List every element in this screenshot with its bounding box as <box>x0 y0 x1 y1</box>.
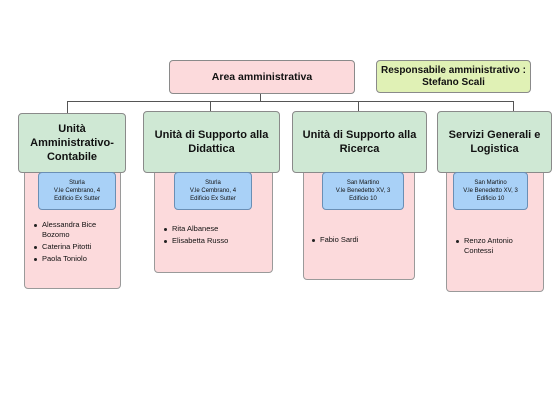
location-line: Sturla <box>205 180 221 186</box>
location-line: Edificio 10 <box>349 196 377 202</box>
unit-header-1: Unità Amministrativo- Contabile <box>18 113 126 173</box>
staff-name-line: Elisabetta Russo <box>172 236 229 245</box>
unit-header-4: Servizi Generali e Logistica <box>437 111 552 173</box>
staff-list-3: Fabio Sardi <box>308 235 358 247</box>
location-line: V.le Benedetto XV, 3 <box>463 188 518 194</box>
staff-item: Fabio Sardi <box>311 235 359 245</box>
top-unit-label: Area amministrativa <box>211 71 313 83</box>
unit-title-line: Amministrativo- <box>30 137 114 149</box>
staff-name-line: Alessandra Bice <box>42 220 97 229</box>
staff-item: Renzo Antonio Contessi <box>456 236 513 256</box>
top-unit-box: Area amministrativa <box>169 60 355 94</box>
staff-item: Elisabetta Russo <box>163 236 229 246</box>
staff-name-line: Renzo Antonio <box>464 236 513 245</box>
staff-list-4: Renzo Antonio Contessi <box>452 236 513 258</box>
staff-item: Paola Toniolo <box>33 254 96 264</box>
location-line: Edificio Ex Sutter <box>190 196 236 202</box>
connector-drop-3 <box>358 101 359 111</box>
staff-name-line: Fabio Sardi <box>320 235 359 244</box>
unit-title-line: Logistica <box>470 143 519 155</box>
location-box-1: Sturla V.le Cembrano, 4 Edificio Ex Sutt… <box>38 172 116 210</box>
location-line: Edificio 10 <box>476 196 505 202</box>
connector-horizontal <box>67 101 514 102</box>
staff-name-line: Bozomo <box>42 230 70 239</box>
location-line: V.le Cembrano, 4 <box>53 188 101 194</box>
connector-drop-4 <box>513 101 514 111</box>
connector-drop-2 <box>210 101 211 111</box>
responsible-line-1: Responsabile amministrativo : <box>380 64 527 76</box>
staff-list-2: Rita Albanese Elisabetta Russo <box>160 224 228 248</box>
location-line: V.le Benedetto XV, 3 <box>335 188 391 194</box>
unit-title-line: Ricerca <box>339 143 380 155</box>
responsible-box: Responsabile amministrativo : Stefano Sc… <box>376 60 531 93</box>
unit-header-2: Unità di Supporto alla Didattica <box>143 111 280 173</box>
responsible-line-2: Stefano Scali <box>422 76 485 88</box>
unit-title-line: Unità di Supporto alla <box>302 129 417 141</box>
staff-name-line: Paola Toniolo <box>42 254 87 263</box>
unit-header-3: Unità di Supporto alla Ricerca <box>292 111 427 173</box>
unit-title-line: Unità <box>58 123 86 135</box>
location-box-3: San Martino V.le Benedetto XV, 3 Edifici… <box>322 172 404 210</box>
staff-name-line: Contessi <box>464 246 494 255</box>
staff-name-line: Caterina Pitotti <box>42 242 92 251</box>
unit-title-line: Unità di Supporto alla <box>154 129 269 141</box>
unit-title-line: Didattica <box>188 143 235 155</box>
staff-item: Rita Albanese <box>163 224 228 234</box>
location-box-2: Sturla V.le Cembrano, 4 Edificio Ex Sutt… <box>174 172 252 210</box>
location-line: San Martino <box>346 180 380 186</box>
connector-drop-1 <box>67 101 68 113</box>
location-box-4: San Martino V.le Benedetto XV, 3 Edifici… <box>453 172 528 210</box>
location-line: V.le Cembrano, 4 <box>189 188 237 194</box>
location-line: Edificio Ex Sutter <box>54 196 100 202</box>
staff-item: Alessandra Bice Bozomo <box>33 220 97 240</box>
location-line: San Martino <box>474 180 507 186</box>
staff-item: Caterina Pitotti <box>33 242 96 252</box>
staff-list-1: Alessandra Bice Bozomo Caterina Pitotti … <box>30 220 96 266</box>
unit-title-line: Servizi Generali e <box>448 129 541 141</box>
staff-name-line: Rita Albanese <box>172 224 219 233</box>
location-line: Sturla <box>69 180 85 186</box>
connector-top-vertical <box>260 94 261 102</box>
unit-title-line: Contabile <box>46 151 98 163</box>
